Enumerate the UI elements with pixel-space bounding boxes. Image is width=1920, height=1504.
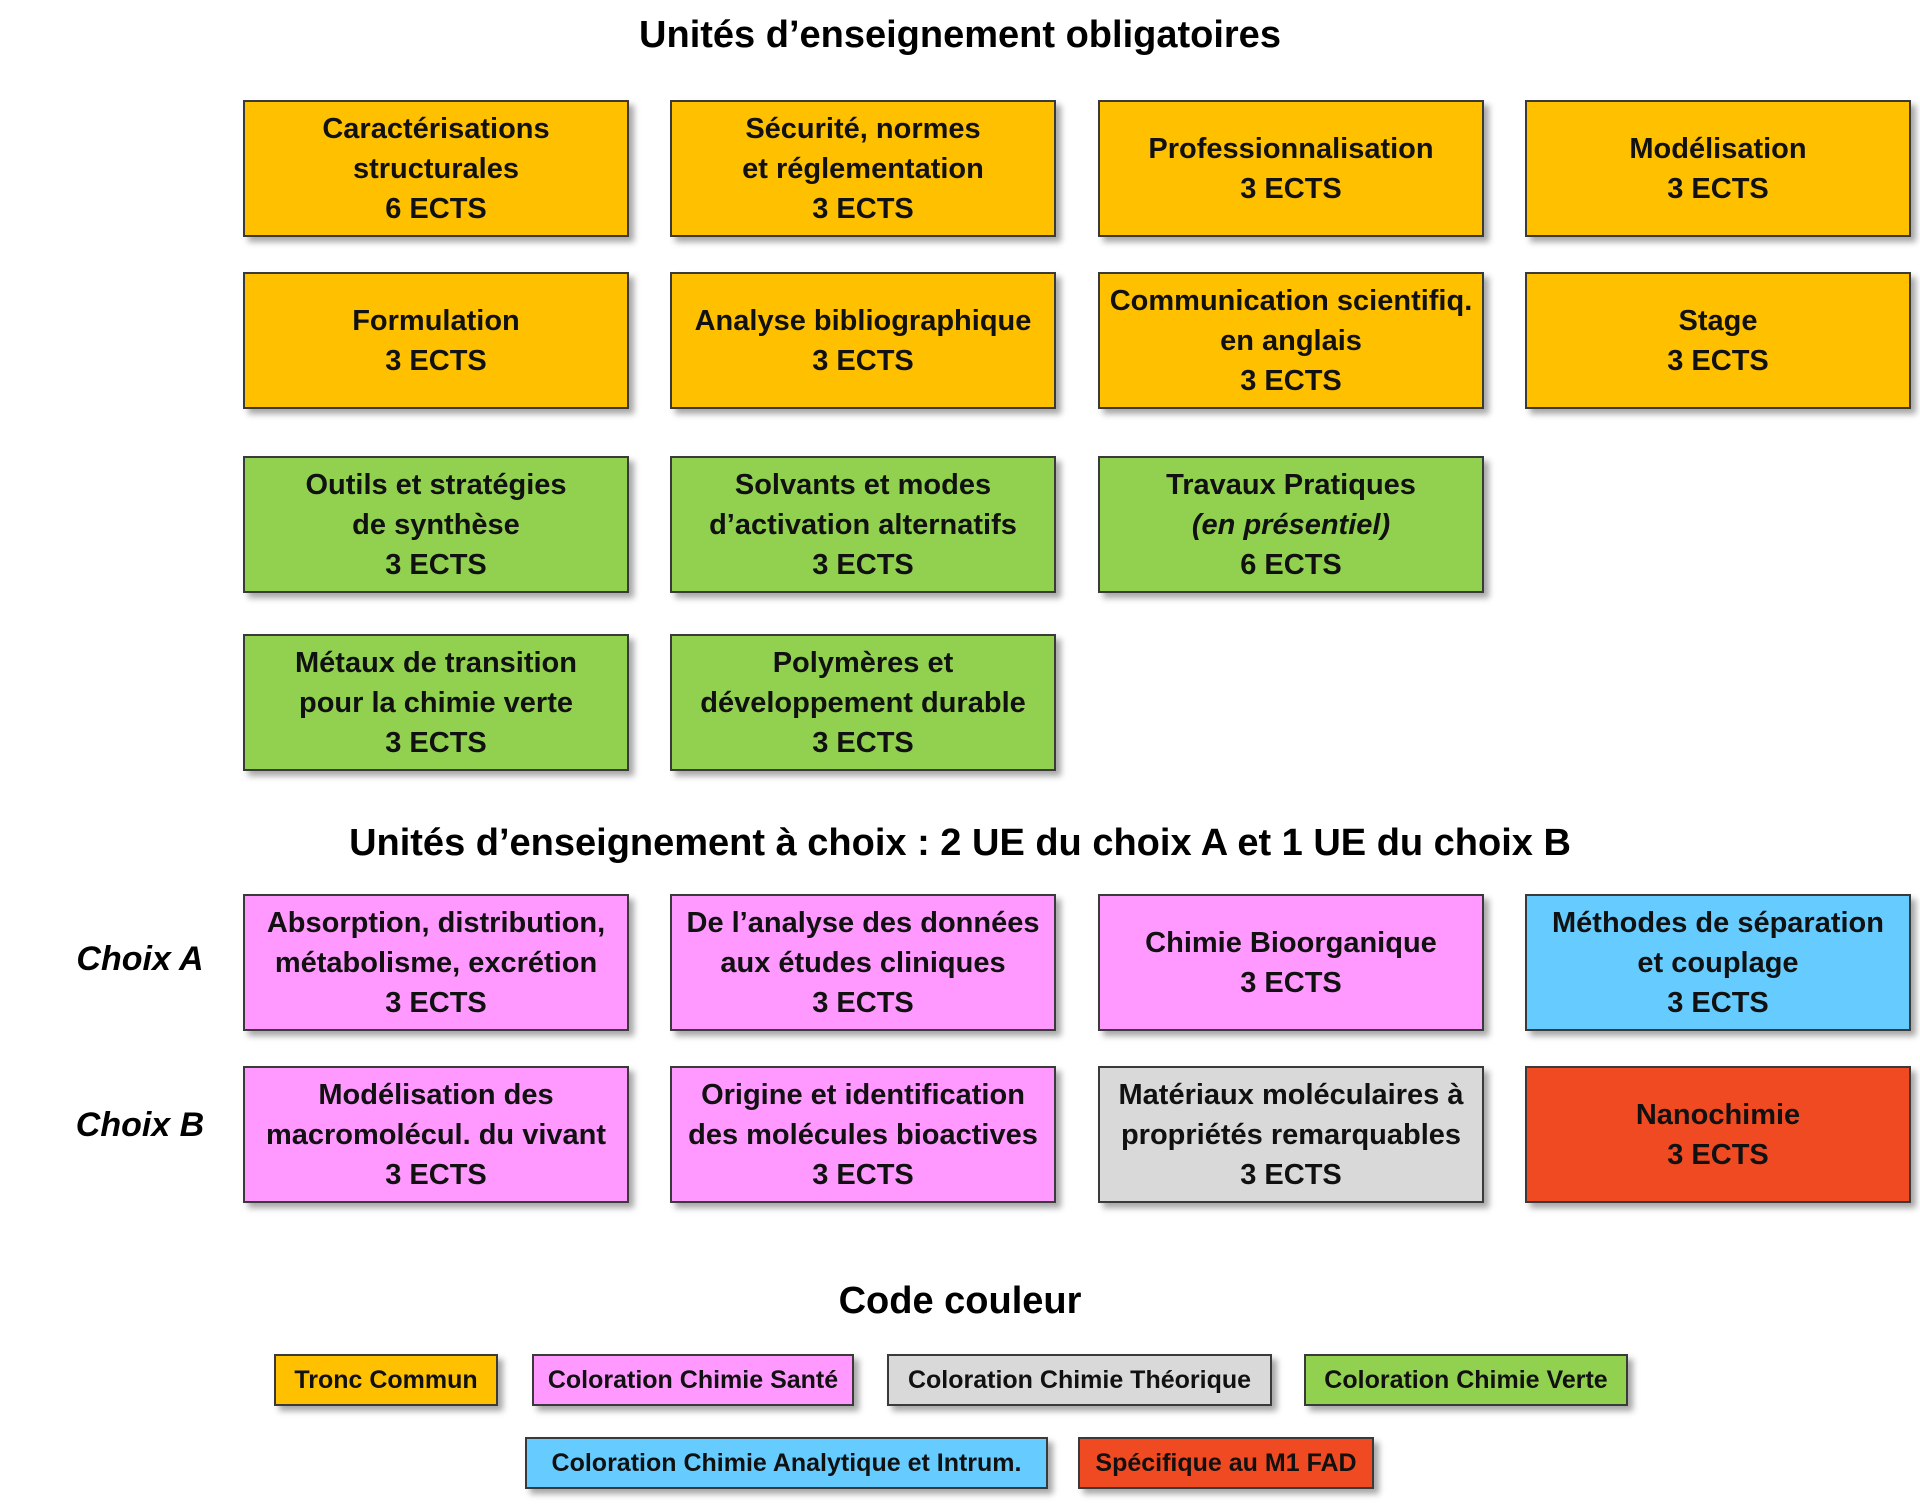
ue-ects: 3 ECTS — [1240, 364, 1342, 397]
ue-box: Travaux Pratiques (en présentiel) 6 ECTS — [1098, 456, 1484, 593]
ue-title-line: De l’analyse des données — [686, 906, 1040, 939]
ue-title-line: et réglementation — [742, 152, 984, 185]
ue-ects: 6 ECTS — [385, 192, 487, 225]
ue-title-line: Méthodes de séparation — [1552, 906, 1884, 939]
ue-box: Formulation 3 ECTS — [243, 272, 629, 409]
ue-box: Métaux de transition pour la chimie vert… — [243, 634, 629, 771]
ue-title-line: pour la chimie verte — [299, 686, 573, 719]
ue-box: Sécurité, normes et réglementation 3 ECT… — [670, 100, 1056, 237]
ue-title-line: Travaux Pratiques — [1166, 468, 1416, 501]
choix-a-label: Choix A — [76, 940, 204, 978]
ue-title-line: Chimie Bioorganique — [1145, 926, 1437, 959]
ue-title-line: Origine et identification — [701, 1078, 1025, 1111]
legend-chimie-analytique: Coloration Chimie Analytique et Intrum. — [525, 1437, 1048, 1489]
ue-ects: 3 ECTS — [385, 548, 487, 581]
ue-ects: 3 ECTS — [1240, 1158, 1342, 1191]
ue-box: Matériaux moléculaires à propriétés rema… — [1098, 1066, 1484, 1203]
ue-ects: 3 ECTS — [1667, 344, 1769, 377]
ue-title-line: aux études cliniques — [720, 946, 1006, 979]
ue-box: Caractérisations structurales 6 ECTS — [243, 100, 629, 237]
ue-title-line: Sécurité, normes — [745, 112, 981, 145]
ue-box: Stage 3 ECTS — [1525, 272, 1911, 409]
ue-box: Chimie Bioorganique 3 ECTS — [1098, 894, 1484, 1031]
ue-title-line: structurales — [352, 152, 519, 185]
ue-ects: 3 ECTS — [812, 192, 914, 225]
ue-title-line: Modélisation des — [318, 1078, 554, 1111]
ue-title-line: de synthèse — [352, 508, 520, 541]
ue-title-line: Absorption, distribution, — [266, 906, 606, 939]
ue-box: Analyse bibliographique 3 ECTS — [670, 272, 1056, 409]
ue-ects: 3 ECTS — [812, 986, 914, 1019]
ue-title-line: d’activation alternatifs — [709, 508, 1017, 541]
ue-ects: 3 ECTS — [1667, 986, 1769, 1019]
ue-ects: 3 ECTS — [812, 726, 914, 759]
legend-chimie-verte: Coloration Chimie Verte — [1304, 1354, 1628, 1406]
ue-title-line: propriétés remarquables — [1120, 1118, 1462, 1151]
ue-title-line: Analyse bibliographique — [694, 304, 1032, 337]
ue-title-line: Matériaux moléculaires à — [1118, 1078, 1464, 1111]
ue-title-line: Nanochimie — [1635, 1098, 1801, 1131]
legend-tronc-commun: Tronc Commun — [274, 1354, 498, 1406]
ue-title-line: Communication scientifiq. — [1109, 284, 1473, 317]
ue-ects: 3 ECTS — [1240, 172, 1342, 205]
mandatory-heading: Unités d’enseignement obligatoires — [639, 14, 1281, 56]
ue-title-line: et couplage — [1637, 946, 1799, 979]
ue-note: (en présentiel) — [1191, 508, 1391, 541]
legend-chimie-sante: Coloration Chimie Santé — [532, 1354, 854, 1406]
ue-ects: 3 ECTS — [812, 548, 914, 581]
ue-ects: 3 ECTS — [385, 726, 487, 759]
ue-ects: 3 ECTS — [1667, 1138, 1769, 1171]
ue-ects: 3 ECTS — [385, 986, 487, 1019]
ue-box: Professionnalisation 3 ECTS — [1098, 100, 1484, 237]
ue-title-line: Polymères et — [772, 646, 954, 679]
ue-box: Méthodes de séparation et couplage 3 ECT… — [1525, 894, 1911, 1031]
ue-box: Absorption, distribution, métabolisme, e… — [243, 894, 629, 1031]
ue-box: Origine et identification des molécules … — [670, 1066, 1056, 1203]
ue-box: De l’analyse des données aux études clin… — [670, 894, 1056, 1031]
ue-ects: 3 ECTS — [812, 1158, 914, 1191]
legend-specifique-fad: Spécifique au M1 FAD — [1078, 1437, 1374, 1489]
ue-box: Outils et stratégies de synthèse 3 ECTS — [243, 456, 629, 593]
choix-b-label: Choix B — [75, 1106, 205, 1144]
ue-box: Modélisation 3 ECTS — [1525, 100, 1911, 237]
ue-title-line: Formulation — [352, 304, 520, 337]
ue-title-line: Métaux de transition — [295, 646, 577, 679]
ue-box: Solvants et modes d’activation alternati… — [670, 456, 1056, 593]
ue-ects: 6 ECTS — [1240, 548, 1342, 581]
ue-title-line: métabolisme, excrétion — [274, 946, 598, 979]
ue-title-line: en anglais — [1220, 324, 1362, 357]
ue-title-line: Professionnalisation — [1148, 132, 1434, 165]
ue-ects: 3 ECTS — [1240, 966, 1342, 999]
ue-title-line: des molécules bioactives — [688, 1118, 1038, 1151]
ue-title-line: macromolécul. du vivant — [265, 1118, 607, 1151]
ue-box: Communication scientifiq. en anglais 3 E… — [1098, 272, 1484, 409]
ue-title-line: Stage — [1678, 304, 1758, 337]
ue-ects: 3 ECTS — [812, 344, 914, 377]
ue-ects: 3 ECTS — [1667, 172, 1769, 205]
ue-title-line: Outils et stratégies — [305, 468, 567, 501]
ue-title-line: développement durable — [700, 686, 1026, 719]
ue-ects: 3 ECTS — [385, 1158, 487, 1191]
ue-box: Modélisation des macromolécul. du vivant… — [243, 1066, 629, 1203]
elective-heading: Unités d’enseignement à choix : 2 UE du … — [349, 822, 1571, 864]
legend-heading: Code couleur — [838, 1280, 1082, 1322]
ue-ects: 3 ECTS — [385, 344, 487, 377]
ue-box: Polymères et développement durable 3 ECT… — [670, 634, 1056, 771]
ue-box: Nanochimie 3 ECTS — [1525, 1066, 1911, 1203]
ue-title-line: Caractérisations — [322, 112, 550, 145]
ue-title-line: Modélisation — [1629, 132, 1807, 165]
legend-chimie-theorique: Coloration Chimie Théorique — [887, 1354, 1272, 1406]
ue-title-line: Solvants et modes — [734, 468, 992, 501]
